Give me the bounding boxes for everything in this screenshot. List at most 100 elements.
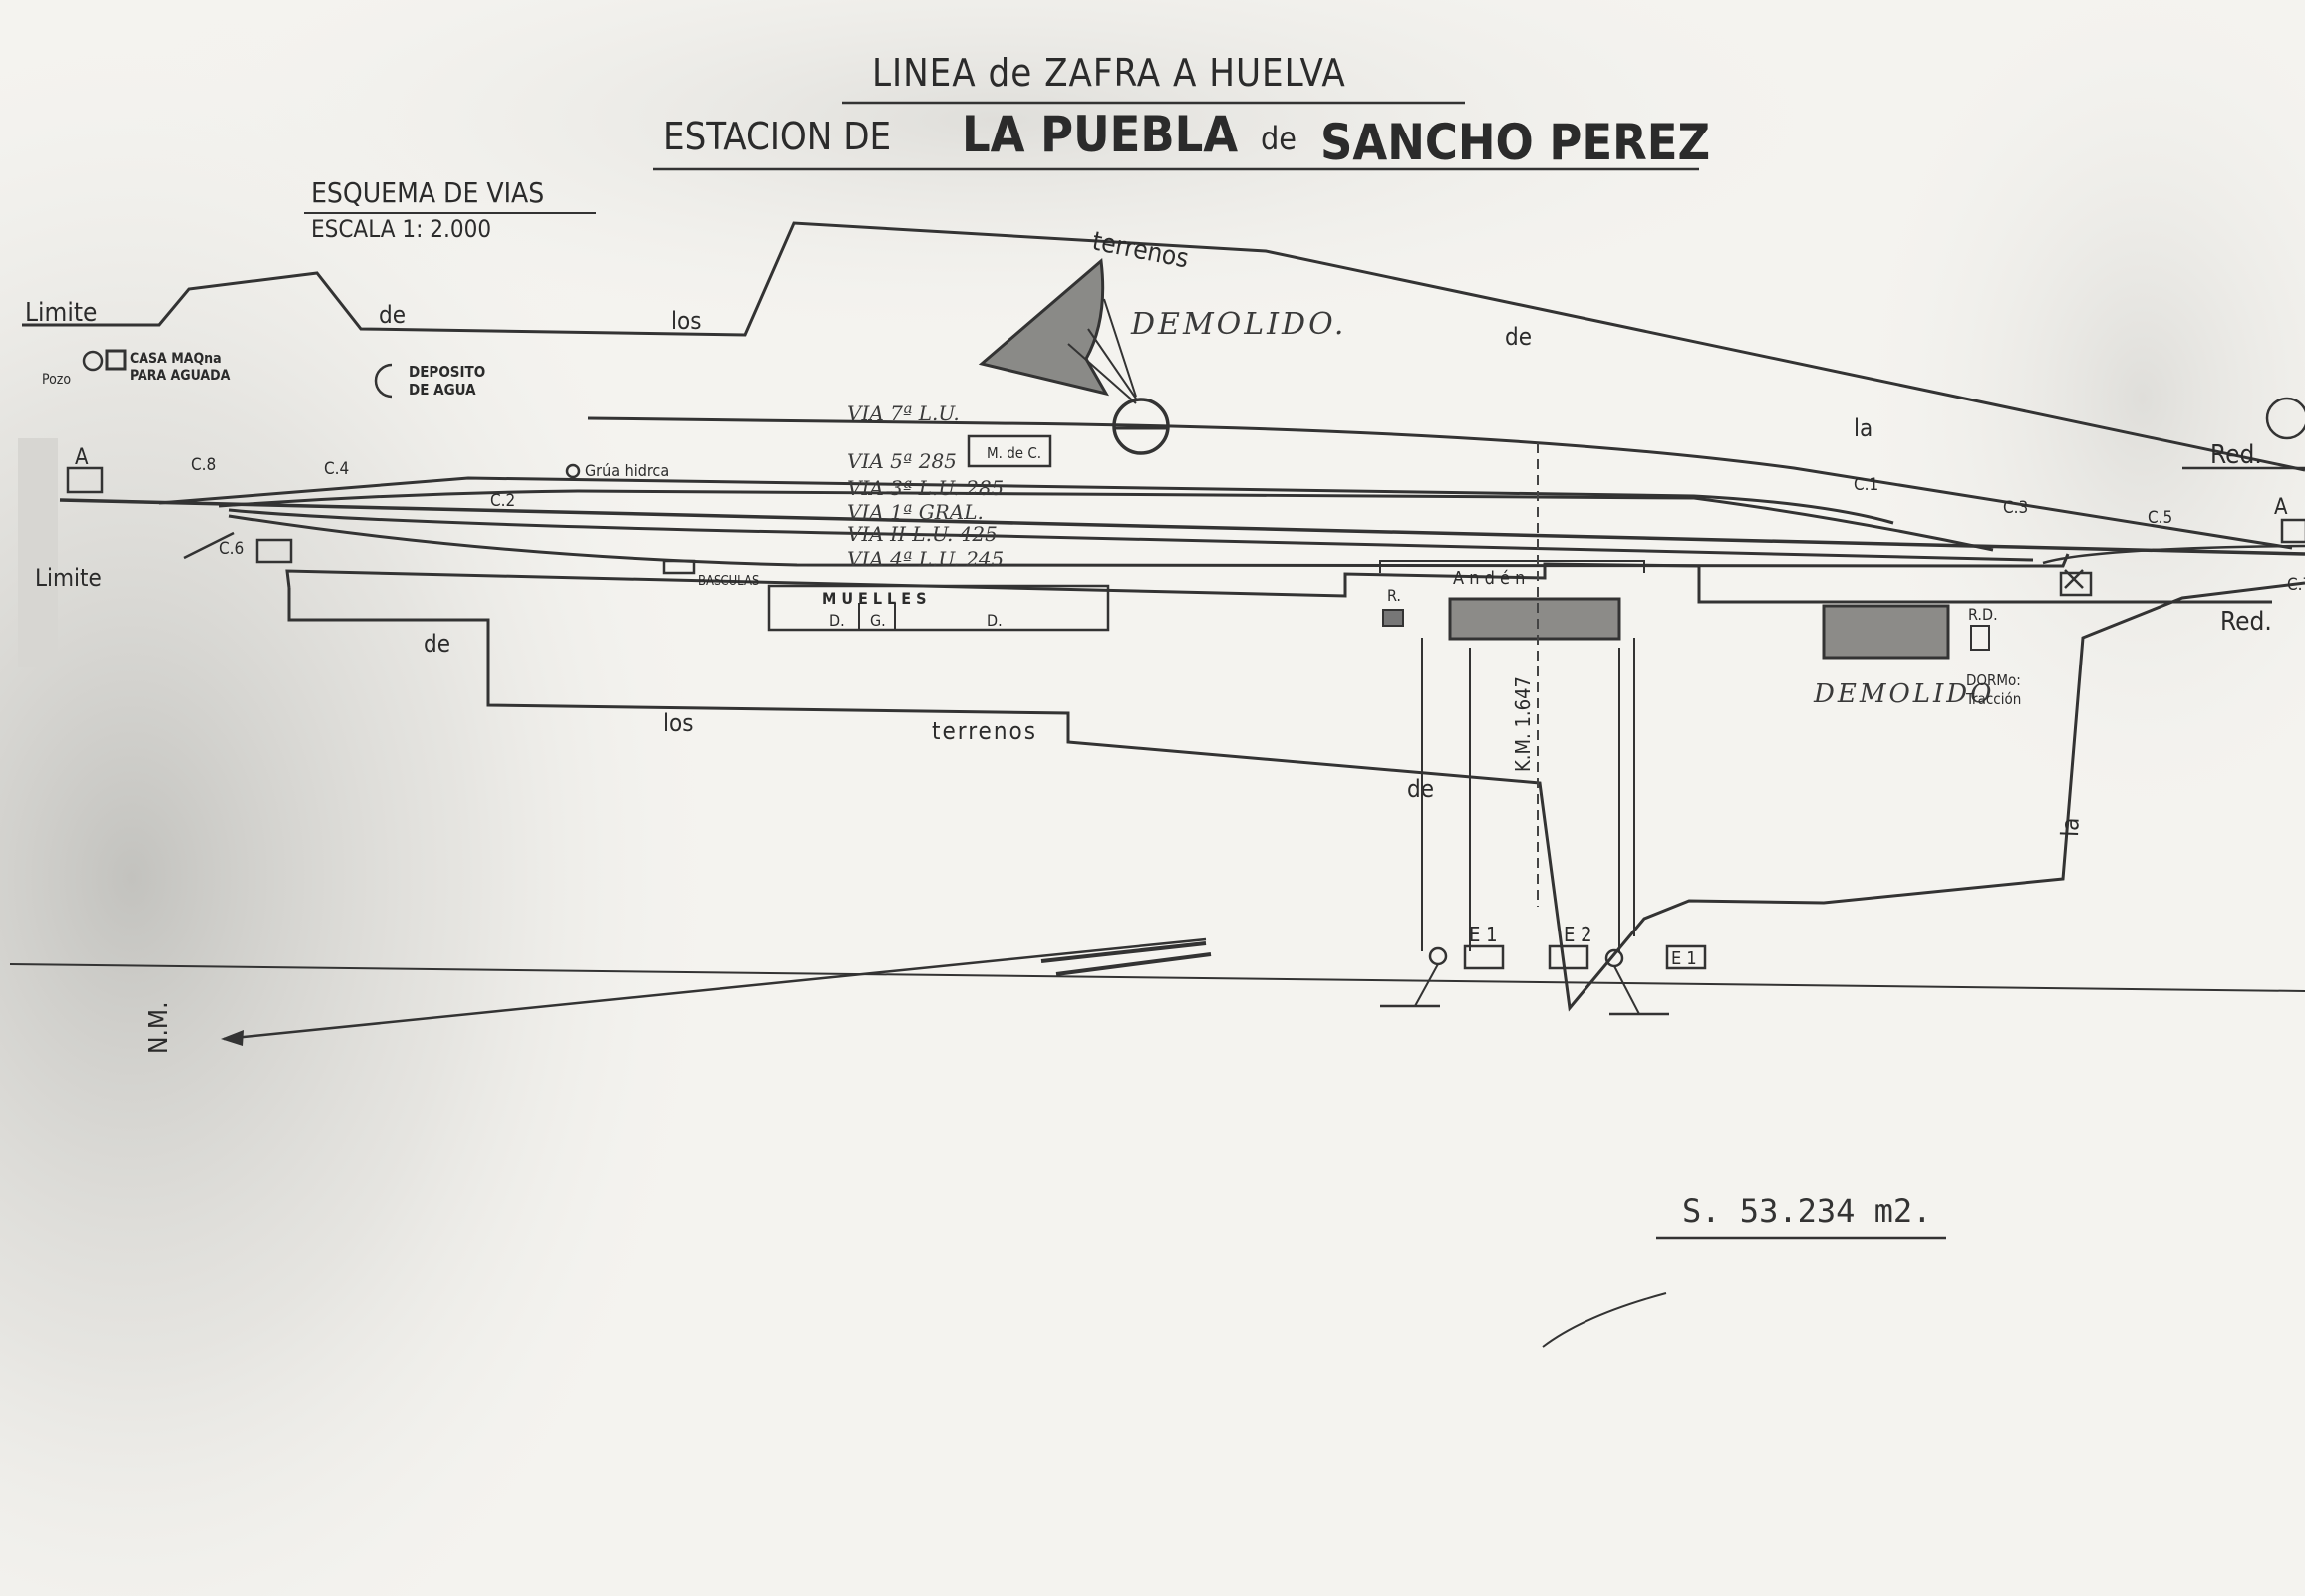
rd-right-label: R.D. bbox=[1968, 605, 1998, 624]
signal-stem-2 bbox=[1613, 965, 1640, 1015]
siding-left bbox=[183, 531, 235, 560]
limite-top-label: Limite bbox=[25, 298, 97, 328]
signal-c4: C.4 bbox=[324, 459, 349, 479]
ground-line bbox=[9, 963, 2305, 992]
muelle-g-label: G. bbox=[870, 611, 886, 630]
para-aguada-label: PARA AGUADA bbox=[130, 368, 231, 384]
crossing-x-b bbox=[2064, 569, 2084, 589]
signal-c6: C.6 bbox=[219, 539, 244, 559]
basculas-icon bbox=[662, 559, 696, 575]
la-label-1: la bbox=[1854, 414, 1873, 442]
muelle-d2-label: D. bbox=[987, 611, 1003, 630]
crossing-x-icon bbox=[2059, 571, 2093, 597]
scheme-title: ESQUEMA DE VIAS bbox=[311, 176, 544, 209]
muelles-label: M U E L L E S bbox=[822, 589, 926, 608]
los-label-1: los bbox=[671, 307, 701, 335]
track-label-via-ii: VIA II L.U. 425 bbox=[847, 522, 998, 546]
deposito-tank-icon bbox=[374, 363, 393, 399]
station-name-2: SANCHO PEREZ bbox=[1320, 114, 1710, 171]
signal-c2: C.2 bbox=[490, 491, 515, 511]
signal-a-right: A bbox=[2274, 495, 2288, 520]
demolido-label-1: DEMOLIDO. bbox=[1130, 307, 1346, 342]
muelles-platform bbox=[767, 584, 1110, 632]
r-left-label: R. bbox=[1387, 586, 1401, 605]
e1-box bbox=[1463, 944, 1505, 970]
signal-a-left-box bbox=[66, 466, 104, 494]
de-label-3: de bbox=[424, 630, 450, 658]
e2-label: E 2 bbox=[1564, 923, 1592, 946]
signal-post-1 bbox=[1428, 946, 1448, 966]
track-via-7 bbox=[587, 416, 2293, 550]
signal-a-left: A bbox=[75, 445, 89, 470]
station-prefix: ESTACION DE bbox=[663, 115, 891, 158]
track-via-4 bbox=[228, 514, 2070, 568]
north-arrow-line bbox=[223, 937, 1207, 1041]
signal-c8: C.8 bbox=[191, 455, 216, 475]
e1-label: E 1 bbox=[1469, 923, 1498, 946]
track-label-via-7: VIA 7ª L.U. bbox=[847, 401, 960, 425]
casa-maquina-label: CASA MAQna bbox=[130, 351, 222, 367]
left-edge-strip bbox=[18, 438, 58, 667]
toner-shade-top bbox=[100, 0, 1893, 349]
m-de-c-label: M. de C. bbox=[987, 444, 1041, 462]
track-label-via-1: VIA 1ª GRAL. bbox=[847, 500, 984, 524]
right-edge-circle-icon bbox=[2265, 397, 2305, 440]
surface-label: S. 53.234 m2. bbox=[1682, 1193, 1931, 1230]
track-lines bbox=[59, 416, 2305, 568]
limite-bottom-label: Limite bbox=[35, 564, 102, 592]
basculas-label: BASCULAS bbox=[698, 574, 759, 589]
boundary-lower bbox=[285, 562, 2272, 604]
turntable-ray-3 bbox=[1103, 298, 1137, 398]
boundary-upper bbox=[22, 221, 2305, 472]
signal-c1: C.1 bbox=[1854, 475, 1878, 495]
muelle-d1-label: D. bbox=[829, 611, 845, 630]
casa-maquina-icon bbox=[105, 349, 127, 371]
pozo-label: Pozo bbox=[42, 372, 71, 388]
signal-c5: C.5 bbox=[2148, 508, 2172, 528]
los-label-2: los bbox=[663, 709, 693, 737]
track-label-via-3: VIA 3ª L.U. 285 bbox=[847, 476, 1004, 500]
de-agua-label: DE AGUA bbox=[409, 381, 476, 399]
deposito-label: DEPOSITO bbox=[409, 363, 485, 381]
turntable-ray-2 bbox=[1067, 343, 1137, 404]
station-name-de: de bbox=[1261, 120, 1297, 157]
de-label-1: de bbox=[379, 301, 406, 329]
dormitorio-label: DORMo: bbox=[1966, 671, 2021, 689]
track-via-1 bbox=[59, 498, 2305, 556]
north-arrow-feather-2 bbox=[1055, 952, 1212, 976]
scheme-scale: ESCALA 1: 2.000 bbox=[311, 215, 491, 243]
signal-a-right-box bbox=[2280, 518, 2305, 544]
km-label: K.M. 1.647 bbox=[1511, 676, 1535, 772]
line-title: LINEA de ZAFRA A HUELVA bbox=[872, 51, 1346, 95]
signal-c7: C.7 bbox=[2287, 575, 2305, 595]
pencil-stroke bbox=[1542, 1292, 1667, 1348]
turntable-ray-1 bbox=[1087, 328, 1137, 399]
m-de-c-building bbox=[967, 434, 1052, 468]
siding-right bbox=[2042, 544, 2305, 565]
track-via-ii bbox=[228, 508, 2034, 562]
red-label-1: Red. bbox=[2210, 440, 2262, 470]
e2-box bbox=[1548, 944, 1589, 970]
la-label-2: la bbox=[2056, 817, 2085, 837]
track-via-3 bbox=[218, 489, 1994, 552]
pozo-well-icon bbox=[82, 350, 104, 372]
north-label: N.M. bbox=[144, 1001, 174, 1054]
terrenos-label-2: terrenos bbox=[932, 717, 1037, 745]
e3-label: E 1 bbox=[1671, 948, 1697, 969]
de-label-2: de bbox=[1505, 323, 1532, 351]
r-building-icon bbox=[1382, 609, 1404, 627]
traccion-label: Tracción bbox=[1965, 690, 2021, 708]
de-label-4: de bbox=[1407, 775, 1434, 803]
demolido-label-2: DEMOLIDO bbox=[1813, 679, 1994, 709]
boundary-lower-parcel bbox=[287, 581, 2305, 1012]
red-label-2: Red. bbox=[2220, 607, 2272, 637]
north-arrow-feather-1 bbox=[1040, 941, 1207, 963]
station-name: LA PUEBLA bbox=[962, 106, 1238, 163]
grua-icon bbox=[565, 463, 581, 479]
e3-box bbox=[1665, 944, 1707, 970]
anden-outline bbox=[1379, 560, 1645, 573]
anden-label: A n d é n bbox=[1453, 568, 1525, 589]
track-label-via-4: VIA 4ª L.U. 245 bbox=[847, 547, 1004, 571]
dormitorio-building bbox=[1822, 604, 1950, 660]
track-label-via-5: VIA 5ª 285 bbox=[847, 449, 957, 473]
